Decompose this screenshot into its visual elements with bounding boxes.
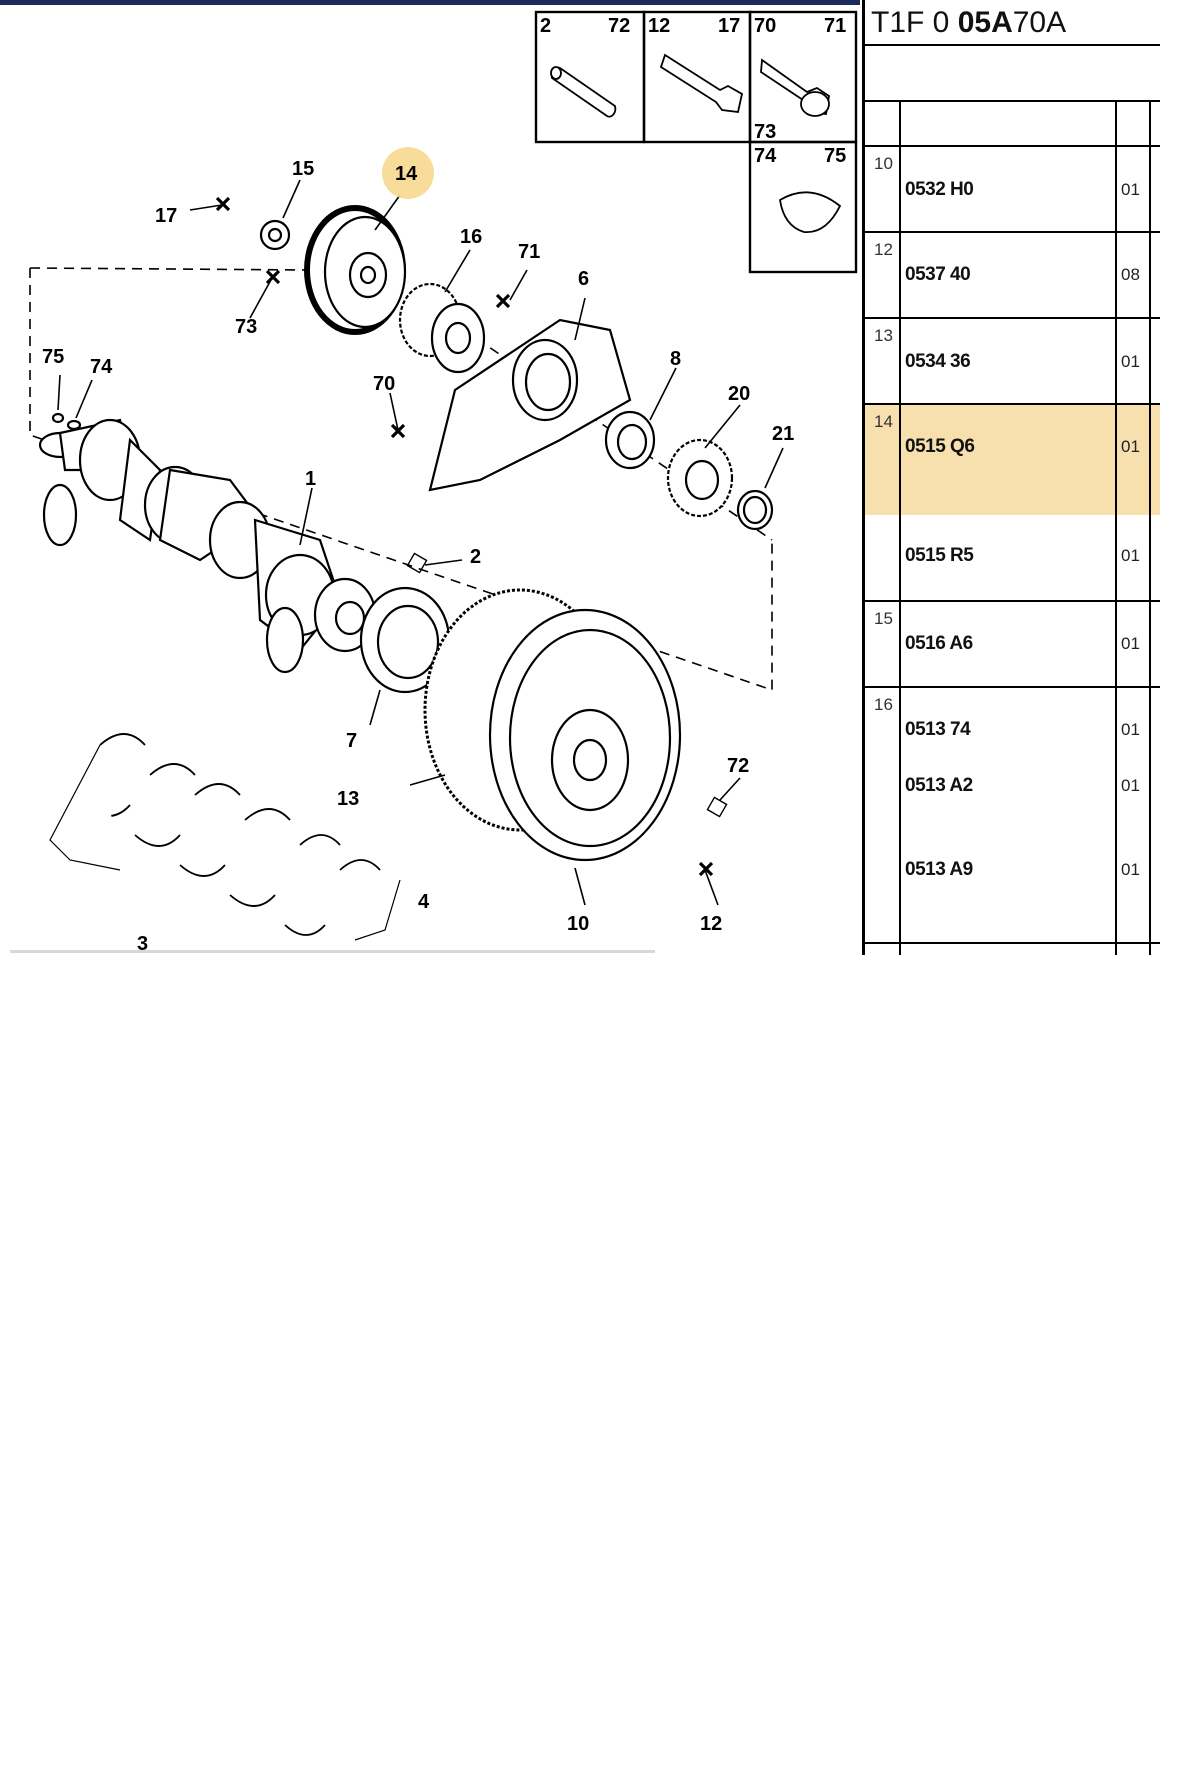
bolt-mark-73	[265, 269, 281, 285]
inset-label: 71	[824, 15, 846, 37]
inset-label: 72	[608, 15, 630, 37]
woodruff-key	[66, 419, 82, 431]
callout-7: 7	[346, 730, 357, 752]
panel-divider	[865, 100, 1162, 102]
callout-1: 1	[305, 468, 316, 490]
code-prefix: T1F 0	[871, 6, 950, 39]
timing-sprocket	[398, 282, 486, 374]
marker-2	[406, 552, 428, 574]
callout-15: 15	[292, 158, 314, 180]
crankshaft-pulley	[304, 205, 407, 335]
column-divider	[1149, 100, 1151, 955]
diagram-code: T1F 0 05A70A	[871, 6, 1066, 42]
parts-row[interactable]: 15 0516 A6 01	[874, 609, 1140, 654]
callout-4: 4	[418, 891, 430, 913]
callout-73: 73	[235, 316, 257, 338]
bearing-shells	[49, 733, 401, 941]
gear-20	[666, 438, 734, 518]
washer	[259, 219, 291, 251]
panel-divider	[865, 44, 1162, 46]
bolt-mark-70	[390, 423, 406, 439]
callout-71: 71	[518, 241, 540, 263]
parts-list-panel: T1F 0 05A70A 10 0532 H0 01 12 0537 40 08…	[862, 0, 1162, 955]
column-divider	[899, 100, 901, 955]
marker-72	[706, 796, 728, 818]
parts-row[interactable]: 0515 R5 01	[905, 545, 1140, 566]
column-divider	[1115, 100, 1117, 955]
callout-75: 75	[42, 346, 64, 368]
bottom-edge	[10, 950, 655, 953]
inset-boxes	[534, 10, 858, 274]
bolt-mark-12	[698, 861, 714, 877]
inset-label: 73	[754, 121, 776, 143]
callout-12: 12	[700, 913, 722, 935]
crankshaft	[38, 418, 377, 674]
parts-row[interactable]: 10 0532 H0 01	[874, 154, 1140, 200]
inset-label: 70	[754, 15, 776, 37]
parts-row[interactable]: 12 0537 40 08	[874, 240, 1140, 285]
code-suffix: 70A	[1012, 6, 1067, 39]
panel-overflow-edge	[1160, 0, 1180, 955]
selected-row-highlight	[865, 403, 1162, 515]
bolt-drawing	[659, 53, 744, 113]
dashed-assembly-frame	[29, 268, 773, 692]
bolt-mark-17	[215, 196, 231, 212]
inset-label: 12	[648, 15, 670, 37]
callout-16: 16	[460, 226, 482, 248]
callout-6: 6	[578, 268, 589, 290]
woodruff-key	[51, 412, 65, 424]
inset-label: 74	[754, 145, 777, 167]
parts-row-selected[interactable]: 14 0515 Q6 01	[874, 412, 1140, 457]
woodruff-key-drawing	[779, 191, 842, 233]
callout-13: 13	[337, 788, 359, 810]
callout-17: 17	[155, 205, 177, 227]
top-bar	[0, 0, 860, 5]
flywheel	[423, 588, 682, 862]
callout-72: 72	[727, 755, 749, 777]
callout-2: 2	[470, 546, 481, 568]
inset-label: 75	[824, 145, 846, 167]
exploded-parts-diagram: 15 14 17 16 71 6 73 75 74 70 8 20 21 1 2…	[29, 10, 858, 955]
panel-divider	[865, 145, 1162, 147]
inset-label: 2	[540, 15, 551, 37]
inset-label: 17	[718, 15, 740, 37]
callout-10: 10	[567, 913, 589, 935]
callout-3: 3	[137, 933, 148, 955]
callout-20: 20	[728, 383, 750, 405]
callout-21: 21	[772, 423, 794, 445]
parts-row[interactable]: 16 0513 74 01 0513 A2 01 0513 A9 01	[874, 695, 1140, 880]
bolt-mark-71	[495, 293, 511, 309]
callout-14[interactable]: 14	[395, 163, 418, 185]
code-bold: 05A	[957, 6, 1013, 39]
callout-8: 8	[670, 348, 681, 370]
screenshot-stage: 15 14 17 16 71 6 73 75 74 70 8 20 21 1 2…	[0, 0, 1180, 955]
parts-row[interactable]: 13 0534 36 01	[874, 326, 1140, 372]
callout-74: 74	[90, 356, 113, 378]
callout-14-highlight	[382, 147, 434, 199]
callout-70: 70	[373, 373, 395, 395]
